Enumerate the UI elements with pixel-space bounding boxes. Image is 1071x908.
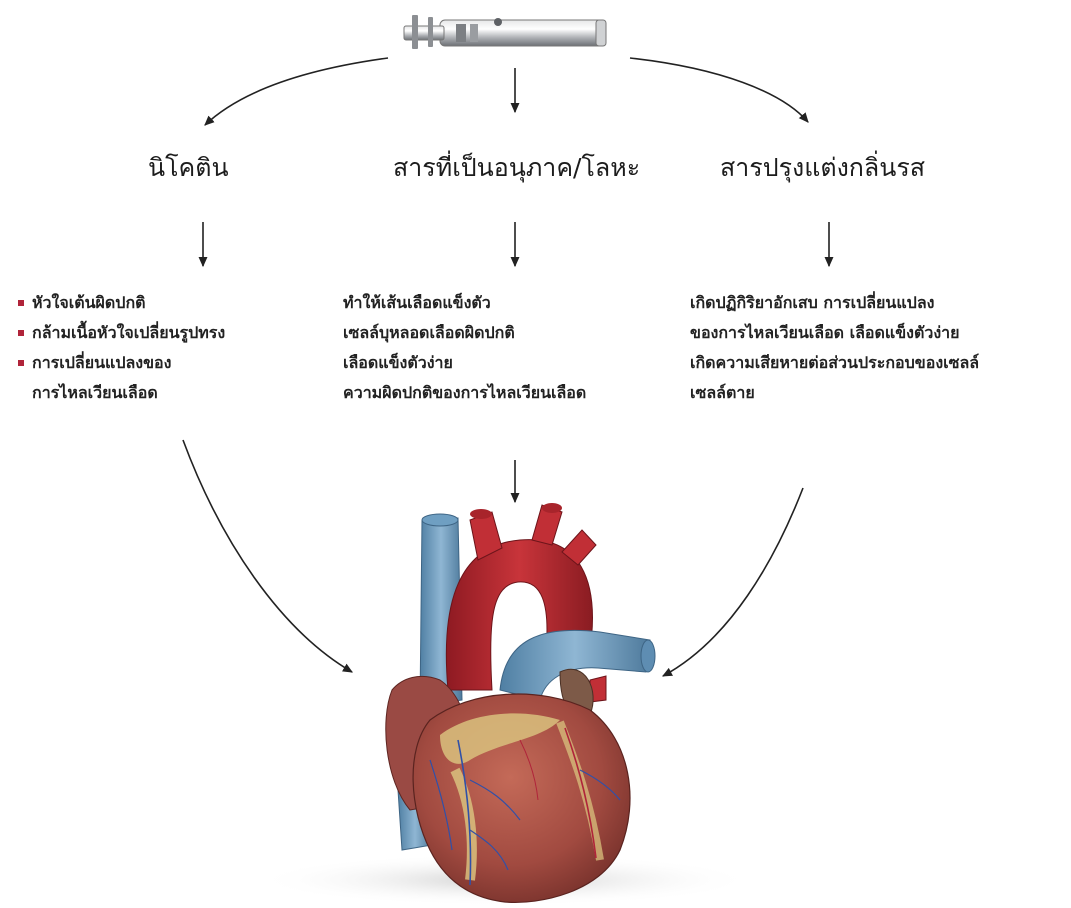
effect-line: ของการไหลเวียนเลือด เลือดแข็งตัวง่าย: [690, 318, 979, 348]
bullet-icon: [18, 360, 24, 366]
arrow-flavoring-effects-to-heart: [663, 488, 803, 676]
heading-flavorings: สารปรุงแต่งกลิ่นรส: [720, 148, 925, 188]
effect-item: กล้ามเนื้อหัวใจเปลี่ยนรูปทรง: [18, 318, 225, 348]
effect-item: การเปลี่ยนแปลงของ: [18, 348, 225, 378]
effect-line: เซลล์บุหลอดเลือดผิดปกติ: [343, 318, 586, 348]
heart-illustration: [255, 503, 755, 906]
effect-line: เกิดปฏิกิริยาอักเสบ การเปลี่ยนแปลง: [690, 288, 979, 318]
effect-item: หัวใจเต้นผิดปกติ: [18, 288, 225, 318]
heading-particles-metals: สารที่เป็นอนุภาค/โลหะ: [393, 148, 640, 188]
bullet-icon: [18, 330, 24, 336]
effect-text: การเปลี่ยนแปลงของ: [32, 353, 171, 372]
effect-line: เซลล์ตาย: [690, 378, 979, 408]
arrow-device-to-nicotine: [205, 58, 388, 125]
bullet-icon: [18, 300, 24, 306]
effect-text: หัวใจเต้นผิดปกติ: [32, 293, 146, 312]
nicotine-effects-list: หัวใจเต้นผิดปกติ กล้ามเนื้อหัวใจเปลี่ยนร…: [18, 288, 225, 408]
heading-nicotine: นิโคติน: [148, 148, 229, 188]
e-cigarette-device: [404, 15, 606, 49]
effect-line: ทำให้เส้นเลือดแข็งตัว: [343, 288, 586, 318]
particle-effects-list: ทำให้เส้นเลือดแข็งตัว เซลล์บุหลอดเลือดผิ…: [343, 288, 586, 408]
arrow-nicotine-effects-to-heart: [183, 440, 352, 672]
arrow-device-to-flavorings: [630, 58, 808, 122]
effect-continuation: การไหลเวียนเลือด: [18, 378, 225, 408]
effect-line: เกิดความเสียหายต่อส่วนประกอบของเซลล์: [690, 348, 979, 378]
effect-line: เลือดแข็งตัวง่าย: [343, 348, 586, 378]
effect-text: กล้ามเนื้อหัวใจเปลี่ยนรูปทรง: [32, 323, 225, 342]
flavoring-effects-list: เกิดปฏิกิริยาอักเสบ การเปลี่ยนแปลง ของกา…: [690, 288, 979, 408]
effect-line: ความผิดปกติของการไหลเวียนเลือด: [343, 378, 586, 408]
